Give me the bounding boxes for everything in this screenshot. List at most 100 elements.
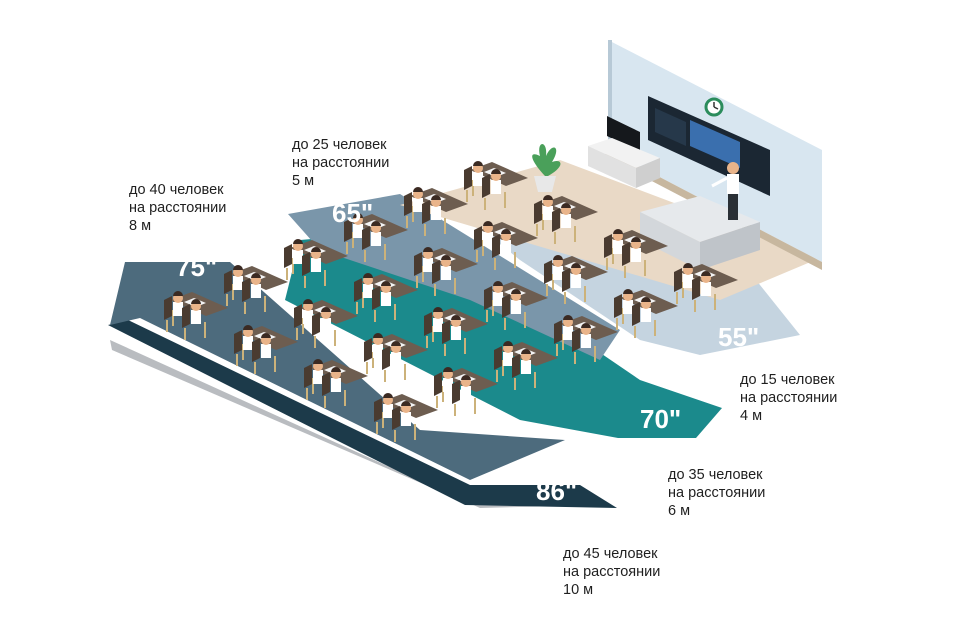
student-hair: [491, 169, 501, 174]
chair-leg: [504, 318, 506, 330]
desk-leg: [292, 258, 294, 274]
caption-75-line3: 8 м: [129, 218, 152, 234]
chair-leg: [296, 328, 298, 340]
desk-leg: [334, 330, 336, 346]
desk-leg: [442, 386, 444, 402]
chair-back: [404, 192, 412, 216]
caption-55-line3: 4 м: [740, 408, 763, 424]
student-desk: [164, 291, 228, 340]
student-body: [563, 326, 573, 340]
desk-leg: [274, 356, 276, 372]
student-hair: [641, 297, 651, 302]
chair-leg: [374, 310, 376, 322]
plant-pot: [534, 176, 556, 192]
teacher-desk-front: [640, 212, 700, 270]
chair-back: [382, 346, 390, 370]
student-desk: [614, 289, 678, 338]
desk-leg: [562, 334, 564, 350]
chair-back: [392, 406, 400, 430]
student-body: [483, 232, 493, 246]
caption-70-line1: до 35 человек: [668, 467, 763, 483]
chair-leg: [254, 362, 256, 374]
chair-back: [372, 286, 380, 310]
chair-back: [224, 270, 232, 294]
student-body: [553, 266, 563, 280]
desk-leg: [472, 180, 474, 196]
chair-back: [364, 338, 372, 362]
zone-caption-86: до 45 человек на расстоянии 10 м: [563, 545, 660, 599]
desk-leg: [264, 296, 266, 312]
student-body: [243, 336, 253, 350]
chair-back: [622, 242, 630, 266]
chair-back: [304, 364, 312, 388]
chair-leg: [314, 336, 316, 348]
chair-leg: [356, 302, 358, 314]
chair-leg: [536, 224, 538, 236]
chair-leg: [436, 396, 438, 408]
student-body: [473, 172, 483, 186]
desk-leg: [302, 318, 304, 334]
desk-leg: [482, 240, 484, 256]
chair-back: [422, 200, 430, 224]
zone-caption-75: до 40 человек на расстоянии 8 м: [129, 181, 226, 235]
size-label-55: 55": [718, 322, 759, 352]
student-body: [363, 284, 373, 298]
chair-back: [322, 372, 330, 396]
caption-65-line2: на расстоянии: [292, 155, 390, 171]
student-desk: [294, 299, 358, 348]
chair-leg: [376, 422, 378, 434]
chair-back: [374, 398, 382, 422]
caption-55-line1: до 15 человек: [740, 372, 835, 388]
chair-leg: [476, 250, 478, 262]
caption-86-line2: на расстоянии: [563, 564, 661, 580]
size-label-65: 65": [332, 198, 373, 228]
chair-back: [474, 226, 482, 250]
desk-leg: [454, 278, 456, 294]
student-hair: [311, 247, 321, 252]
student-hair: [561, 203, 571, 208]
panel-screen-glow-2: [655, 108, 686, 146]
student-hair: [683, 263, 693, 268]
student-desk: [404, 187, 468, 236]
student-body: [381, 292, 391, 306]
caption-65-line3: 5 м: [292, 173, 315, 189]
chair-back: [354, 278, 362, 302]
desk-leg: [382, 412, 384, 428]
plant-icon: [532, 144, 561, 176]
student-hair: [401, 401, 411, 406]
chair-back: [494, 346, 502, 370]
panel-screen-glow: [690, 120, 740, 168]
chair-leg: [434, 284, 436, 296]
chair-back: [312, 312, 320, 336]
student-body: [493, 292, 503, 306]
student-desk: [494, 341, 558, 390]
size-label-70: 70": [640, 404, 681, 434]
teacher-desk-side: [700, 222, 760, 270]
student-body: [683, 274, 693, 288]
student-hair: [473, 161, 483, 166]
desk-leg: [172, 310, 174, 326]
chair-back: [552, 208, 560, 232]
student-body: [173, 302, 183, 316]
desk-leg: [502, 360, 504, 376]
chair-back: [544, 260, 552, 284]
desk-leg: [524, 312, 526, 328]
student-hair: [701, 271, 711, 276]
desk-leg: [432, 326, 434, 342]
student-hair: [631, 237, 641, 242]
chair-leg: [606, 258, 608, 270]
chair-back: [692, 276, 700, 300]
tv-set: [607, 116, 640, 152]
zone-caption-70: до 35 человек на расстоянии 6 м: [668, 466, 765, 520]
student-hair: [503, 341, 513, 346]
teacher-legs: [728, 194, 738, 220]
teacher-body: [727, 174, 739, 194]
student-desk: [374, 393, 438, 442]
desk-leg: [324, 270, 326, 286]
student-body: [451, 326, 461, 340]
chair-leg: [634, 326, 636, 338]
chair-back: [464, 166, 472, 190]
chair-back: [252, 338, 260, 362]
student-body: [543, 206, 553, 220]
